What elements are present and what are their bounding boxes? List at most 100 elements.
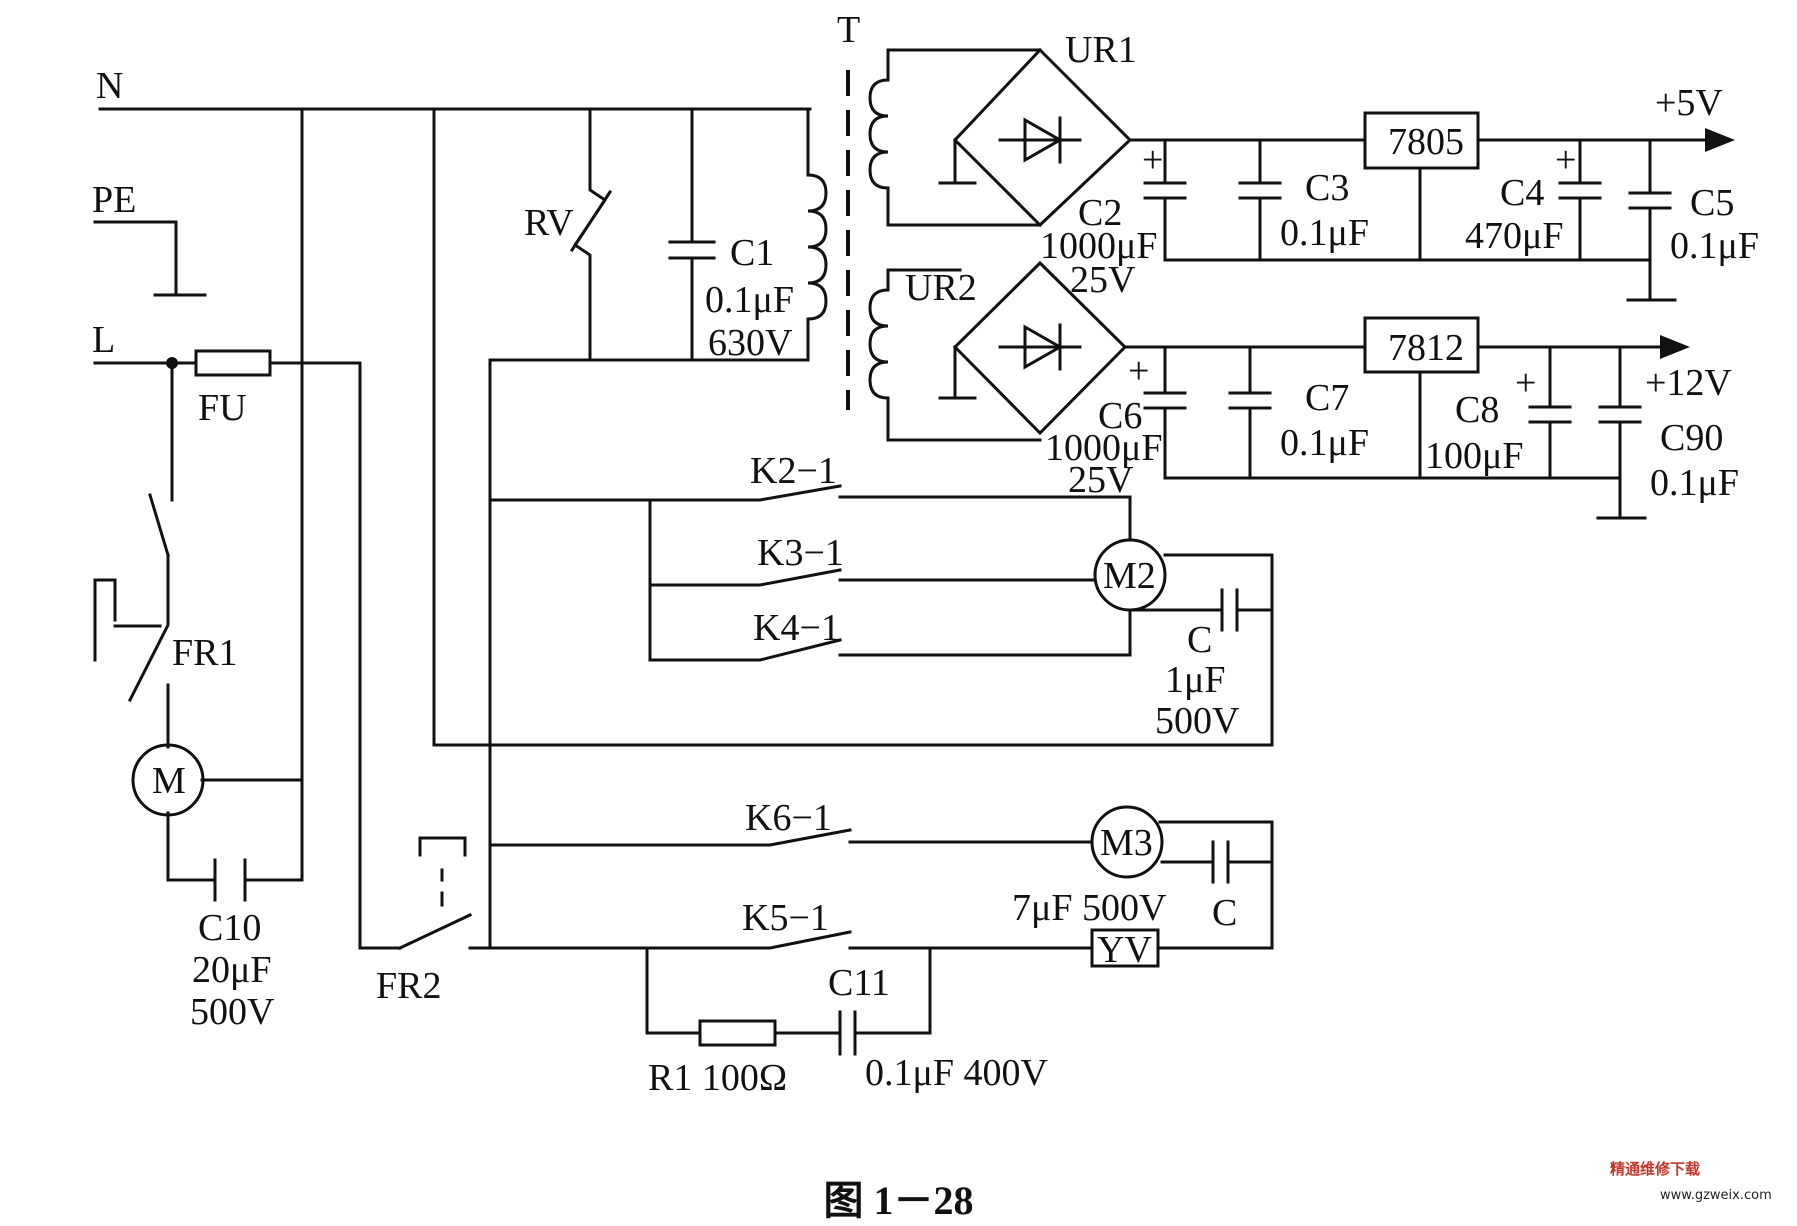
rail-5v-caps [1143,181,1672,210]
k6-branch [488,828,1094,847]
m2-cap [1128,553,1274,747]
label-k3: K3−1 [757,532,844,574]
label-c4-value: 470μF [1465,215,1564,257]
label-r1: R1 100Ω [648,1057,787,1099]
label-c10-voltage: 500V [190,991,275,1033]
plus-c6: + [1128,350,1149,392]
arrow-12v [1660,335,1690,359]
label-ur1: UR1 [1065,29,1137,71]
label-5v: +5V [1655,82,1723,124]
ur2-diode [998,323,1082,371]
label-pe: PE [92,179,136,221]
label-fu: FU [198,387,247,429]
arrow-5v [1705,128,1735,152]
c10-plates [213,858,247,902]
label-k5: K5−1 [742,897,829,939]
label-c-m3-value: 7μF 500V [1012,887,1167,929]
label-c3: C3 [1305,167,1349,209]
label-c6-voltage: 25V [1068,459,1134,501]
k4-branch [648,568,1096,587]
label-c10-value: 20μF [192,949,272,991]
label-c1-value: 0.1μF [705,279,794,321]
label-yv: YV [1097,929,1152,971]
t-primary [806,107,828,322]
label-c90-value: 0.1μF [1650,462,1739,504]
fr2-switch [398,913,492,950]
c1-cap [668,107,716,362]
label-c5-value: 0.1μF [1670,225,1759,267]
rail-12v [1123,316,1672,520]
label-c6-value: 1000μF [1045,427,1163,469]
t-sec2 [868,268,1042,442]
r1-resistor [698,1019,777,1047]
label-7805: 7805 [1388,121,1464,163]
label-c-m2-value: 1μF [1165,659,1226,701]
ur2-bridge [952,260,1128,436]
label-fr1: FR1 [172,632,237,674]
label-c2: C2 [1078,192,1122,234]
label-m2: M2 [1103,555,1156,597]
t-sec1 [868,48,1042,227]
label-c-m2: C [1187,619,1212,661]
rail-5v [1128,111,1722,302]
m3-cap [1158,820,1274,950]
label-c2-value: 1000μF [1040,225,1158,267]
label-ur2: UR2 [905,267,977,309]
label-c90: C90 [1660,417,1723,459]
pe-symbol [93,220,207,297]
plus-c2: + [1142,139,1163,181]
label-k2: K2−1 [750,450,837,492]
label-c4: C4 [1500,172,1544,214]
label-c7-value: 0.1μF [1280,422,1369,464]
label-k4: K4−1 [753,607,840,649]
ur1-diode [998,116,1082,164]
label-k6: K6−1 [745,797,832,839]
label-c2-voltage: 25V [1070,259,1136,301]
label-c-m2-voltage: 500V [1155,700,1240,742]
label-c3-value: 0.1μF [1280,212,1369,254]
k-bus [488,484,1132,542]
control-section [398,70,1274,1056]
label-c8-value: 100μF [1425,435,1524,477]
label-t: T [837,9,860,51]
label-c11: C11 [828,962,890,1004]
label-c10: C10 [198,907,261,949]
label-fr2: FR2 [376,965,441,1007]
k5-branch [488,930,1094,950]
rv-varistor [569,107,613,362]
label-c11-value: 0.1μF 400V [865,1052,1049,1094]
ur1-gnd [938,138,977,185]
l-line [93,361,402,950]
labels: N PE L FU FR1 M C10 20μF 500V FR2 RV C1 … [92,9,1759,1099]
label-12v: +12V [1645,362,1732,404]
figure-caption: 图 1－28 [823,1178,974,1223]
label-c7: C7 [1305,377,1349,419]
fuse-fu [194,349,272,377]
fr1-branch [127,107,304,882]
power-bus [488,318,810,362]
fr1-thermal [93,578,162,662]
label-7812: 7812 [1388,327,1464,369]
plus-c8: + [1515,362,1536,404]
label-c8: C8 [1455,389,1499,431]
motor-m [131,743,205,817]
label-c6: C6 [1098,395,1142,437]
label-m3: M3 [1100,822,1153,864]
label-m: M [152,760,186,802]
watermark-url: www.gzweix.com [1660,1188,1772,1203]
motor-m3 [1090,805,1164,879]
label-rv: RV [524,202,574,244]
label-c5: C5 [1690,182,1734,224]
label-n: N [96,65,123,107]
k3-branch [648,498,1132,662]
ur1-bridge [952,47,1133,228]
label-l: L [92,319,115,361]
psu-section [868,47,1735,520]
plus-c4: + [1555,139,1576,181]
n-drop [432,107,1274,747]
watermark-logo-text: 精通维修下载 [1610,1160,1701,1178]
fr2-thermal [418,836,467,907]
label-c-m3: C [1212,892,1237,934]
rail-12v-caps [1143,391,1642,424]
